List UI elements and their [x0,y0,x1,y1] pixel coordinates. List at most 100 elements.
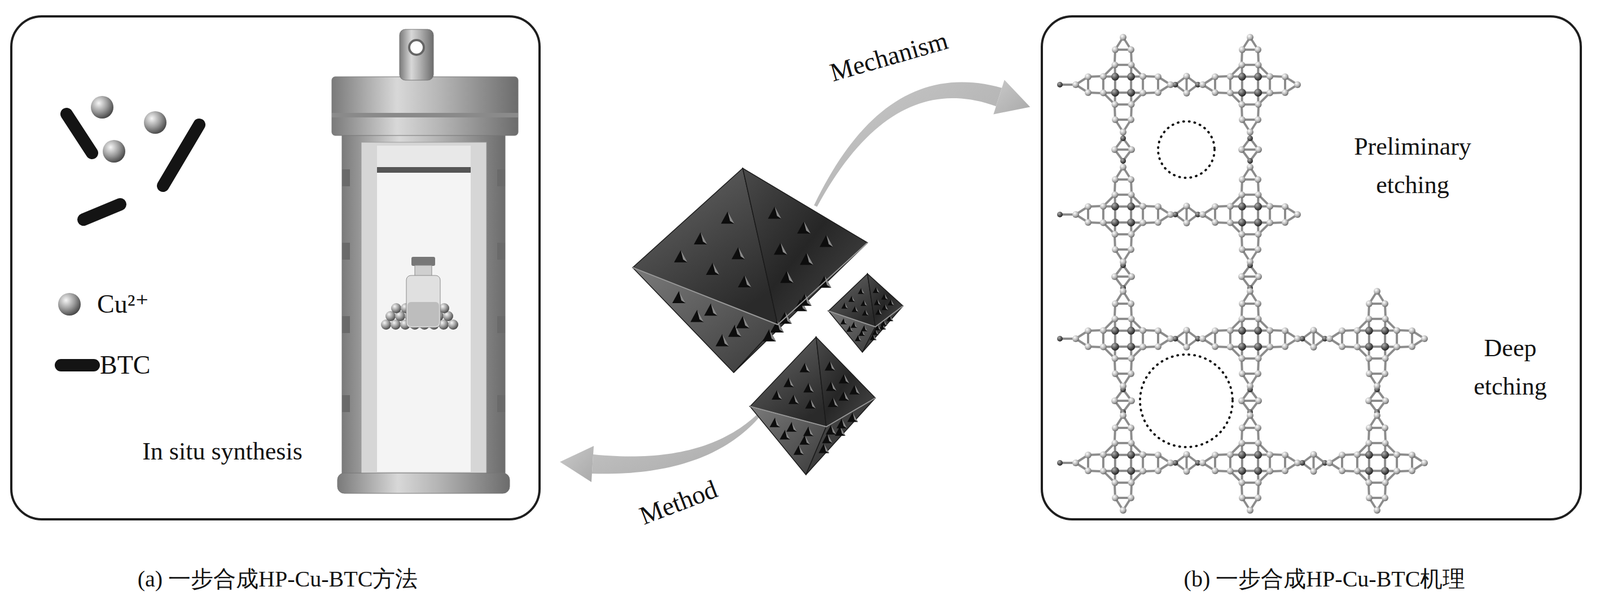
etch-pit-wall [806,252,814,266]
etch-pit [827,397,839,407]
atom [1246,287,1254,295]
atom [1127,424,1135,432]
atom [1326,459,1334,467]
etch-pit [818,443,830,454]
atom [1238,342,1247,351]
atom [1266,219,1274,227]
atom [1281,467,1289,475]
atom [1254,246,1262,253]
atom [1408,343,1416,350]
atom [1099,89,1107,97]
etch-pit [805,399,817,409]
etch-pit [771,389,783,400]
etch-pit-wall [855,305,859,313]
etch-pit-wall [864,299,868,306]
etch-pit [848,295,856,302]
atom [1128,479,1135,486]
etch-pit [721,211,735,225]
atom [1139,72,1147,80]
etch-pit-wall [722,334,730,347]
atom [1211,73,1219,81]
copper-ion-sphere [102,139,126,163]
atom [1238,397,1246,405]
atom [1111,191,1119,199]
atom [1099,202,1107,210]
vial-cap [411,256,436,266]
atom [1254,46,1262,54]
atom [1139,89,1147,97]
atom [1421,335,1428,343]
atom [1254,202,1262,211]
legend-rod-sample [60,358,94,372]
framework-structure [1057,33,1428,514]
etch-pit-wall [851,295,856,302]
atom [1154,203,1162,210]
atom [1119,287,1127,295]
atom [1072,211,1080,218]
atom [1226,450,1234,458]
pile-sphere [448,319,459,330]
etch-pit-wall [833,397,839,407]
atom [1084,218,1092,226]
etch-pit [824,360,836,371]
atom [1281,343,1289,350]
atom [1255,230,1262,238]
atom [1167,459,1174,467]
atom [1127,218,1135,227]
etch-pit-wall [738,247,745,260]
atom [1238,176,1246,183]
atom [1255,439,1262,447]
etch-pit [874,299,881,306]
atom [1072,459,1080,467]
atom [1139,450,1147,458]
atom [1238,479,1246,486]
etch-pit-wall [827,433,833,444]
atom [1111,146,1119,153]
pore-outline-large [1140,354,1233,447]
atom [1381,450,1389,459]
atom [1111,342,1120,351]
etch-pit-wall [727,211,735,225]
atom [1266,89,1274,97]
etch-pit [735,316,750,329]
atom [1238,101,1246,108]
autoclave-base [337,472,510,494]
atom [1254,72,1262,81]
atom [1266,326,1274,334]
atom [1084,89,1092,96]
panel-text: In situ synthesis [142,436,303,467]
atom [1381,300,1389,308]
atom [1084,73,1092,81]
etch-pit [838,373,850,384]
atom [1393,343,1401,351]
atom [1266,450,1274,458]
atom [1111,466,1120,475]
atom [1254,370,1262,378]
etch-pit [851,305,859,313]
etch-pit-wall [808,426,814,437]
atom [1119,258,1127,266]
etch-pit-wall [826,234,834,248]
etch-pit [841,302,849,309]
atom [1238,218,1247,227]
atom [1226,467,1234,475]
atom [1254,450,1262,459]
atom [1353,450,1361,458]
atom [1338,467,1346,475]
etch-pit-wall [793,394,799,405]
copper-ion-sphere [90,95,114,119]
atom [1127,72,1135,81]
etch-pit-wall [884,293,888,300]
atom [1127,46,1135,54]
atom [1057,459,1063,466]
atom [1199,335,1207,343]
atom [1266,343,1274,351]
etch-pit-wall [877,299,881,306]
etch-pit [803,382,815,393]
etch-pit-wall [777,389,783,400]
etch-pit-wall [786,270,794,284]
atom [1338,343,1346,350]
atom [1255,146,1262,153]
atom [1057,335,1063,342]
atom [1266,202,1274,210]
